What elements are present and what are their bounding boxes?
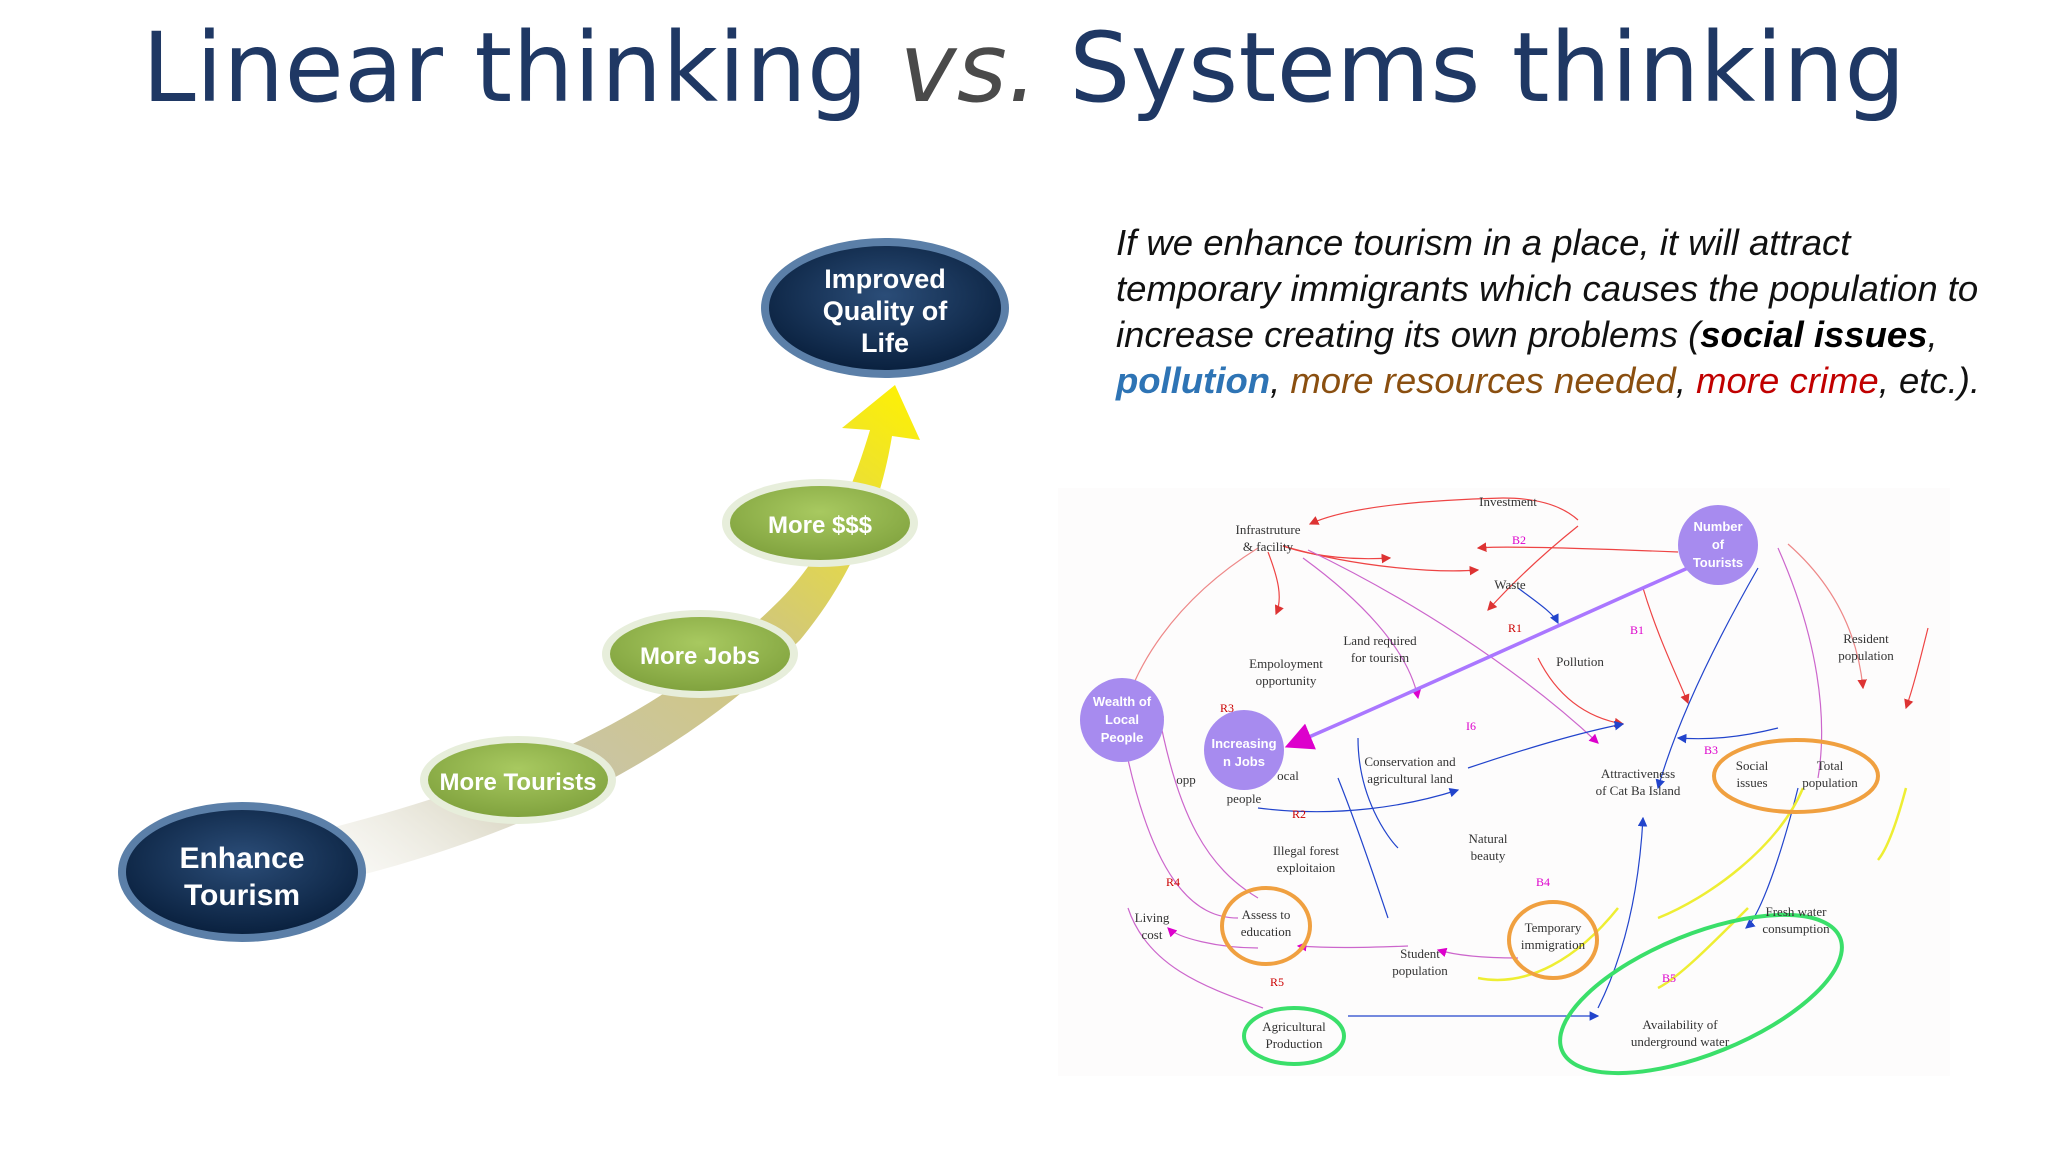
keyword-pollution: pollution [1116, 360, 1271, 401]
node-illegal-forest-2: exploitaion [1277, 860, 1336, 875]
node-employment-2: opportunity [1256, 673, 1317, 688]
node-resident: Resident [1843, 631, 1889, 646]
goal-line-3: Life [861, 328, 909, 358]
node-infrastructure-2: & facility [1243, 539, 1294, 554]
node-conservation: Conservation and [1364, 754, 1456, 769]
node-assess-education: Assess to [1242, 907, 1291, 922]
node-resident-2: population [1838, 648, 1894, 663]
loop-markers: B2 R1 B1 R3 I6 B3 R2 R4 B4 B5 R5 [1166, 533, 1718, 989]
loop-r2: R2 [1292, 807, 1306, 821]
node-temporary-immigration-2: immigration [1521, 937, 1586, 952]
loop-r3: R3 [1220, 701, 1234, 715]
node-improved-quality: Improved Quality of Life [761, 238, 1009, 378]
node-pollution: Pollution [1556, 654, 1604, 669]
tourists-bubble-line-1: Number [1693, 519, 1742, 534]
node-waste: Waste [1494, 577, 1526, 592]
loop-r5: R5 [1270, 975, 1284, 989]
systems-thinking-diagram: Number of Tourists Wealth of Local Peopl… [1058, 488, 1950, 1076]
enhance-line-2: Tourism [184, 879, 300, 912]
more-money-label: More $$$ [768, 512, 873, 539]
keyword-social-issues: social issues [1700, 314, 1928, 355]
node-infrastructure: Infrastruture [1236, 522, 1301, 537]
node-living-cost-2: cost [1142, 927, 1163, 942]
node-total-population: Total [1817, 758, 1844, 773]
keyword-resources: more resources needed [1290, 360, 1676, 401]
tourists-bubble-line-3: Tourists [1693, 555, 1743, 570]
loop-r4: R4 [1166, 875, 1180, 889]
node-assess-education-2: education [1241, 924, 1292, 939]
linear-thinking-diagram: Enhance Tourism More Tourists More Jobs … [118, 238, 1009, 942]
diagram-nodes: Investment Infrastruture & facility Wast… [1135, 494, 1895, 1051]
node-student-population-2: population [1392, 963, 1448, 978]
title-vs: vs. [899, 12, 1039, 124]
node-more-jobs: More Jobs [602, 610, 798, 698]
jobs-bubble-line-1: Increasing [1211, 736, 1276, 751]
enhance-line-1: Enhance [179, 842, 304, 875]
node-living-cost: Living [1135, 910, 1170, 925]
node-natural-beauty: Natural [1469, 831, 1508, 846]
bubble-wealth-local-people: Wealth of Local People [1080, 678, 1164, 762]
separator: , [1270, 360, 1291, 401]
slide-title: Linear thinking vs. Systems thinking [0, 12, 2048, 124]
loop-b5: B5 [1662, 971, 1676, 985]
loop-i6: I6 [1466, 719, 1476, 733]
keyword-crime: more crime [1696, 360, 1879, 401]
loop-r1: R1 [1508, 621, 1522, 635]
node-more-tourists: More Tourists [420, 736, 616, 824]
node-total-population-2: population [1802, 775, 1858, 790]
node-underground-water: Availability of [1642, 1017, 1718, 1032]
node-opportunity-fragment: opp [1176, 772, 1196, 787]
systems-description: If we enhance tourism in a place, it wil… [1116, 220, 1996, 404]
jobs-bubble-line-2: n Jobs [1223, 754, 1265, 769]
separator: , [1675, 360, 1697, 401]
node-land-required: Land required [1343, 633, 1417, 648]
node-illegal-forest: Illegal forest [1273, 843, 1339, 858]
node-agricultural-production-2: Production [1265, 1036, 1323, 1051]
more-tourists-label: More Tourists [440, 769, 597, 796]
description-intro: If we enhance tourism in a place, it wil… [1116, 222, 1979, 355]
node-attractiveness: Attractiveness [1601, 766, 1675, 781]
node-local-fragment: ocal [1277, 768, 1299, 783]
node-social-issues-2: issues [1736, 775, 1767, 790]
orange-rings [1220, 738, 1880, 980]
tourists-bubble-line-2: of [1712, 537, 1725, 552]
node-conservation-2: agricultural land [1367, 771, 1453, 786]
node-employment: Empoloyment [1249, 656, 1323, 671]
loop-b2: B2 [1512, 533, 1526, 547]
node-social-issues: Social [1736, 758, 1769, 773]
loop-b4: B4 [1536, 875, 1550, 889]
description-outro: , etc.). [1878, 360, 1981, 401]
separator: , [1927, 314, 1938, 355]
goal-line-2: Quality of [823, 296, 949, 326]
loop-b3: B3 [1704, 743, 1718, 757]
loop-b1: B1 [1630, 623, 1644, 637]
node-land-required-2: for tourism [1351, 650, 1409, 665]
title-linear: Linear thinking [142, 12, 869, 124]
goal-line-1: Improved [824, 264, 946, 294]
more-jobs-label: More Jobs [640, 643, 760, 670]
node-investment: Investment [1479, 494, 1537, 509]
node-agricultural-production: Agricultural [1262, 1019, 1326, 1034]
node-fresh-water: Fresh water [1765, 904, 1827, 919]
node-attractiveness-2: of Cat Ba Island [1596, 783, 1681, 798]
node-temporary-immigration: Temporary [1525, 920, 1582, 935]
node-fresh-water-2: consumption [1762, 921, 1830, 936]
causal-links [1114, 497, 1929, 1021]
node-underground-water-2: underground water [1631, 1034, 1730, 1049]
title-systems: Systems thinking [1069, 12, 1906, 124]
green-rings [1242, 912, 1844, 1076]
bubble-increasing-jobs: Increasing n Jobs [1204, 710, 1284, 790]
node-natural-beauty-2: beauty [1471, 848, 1506, 863]
wealth-bubble-line-3: People [1101, 730, 1144, 745]
node-more-money: More $$$ [722, 479, 918, 567]
node-people-fragment: people [1227, 791, 1262, 806]
growth-path [240, 385, 920, 890]
wealth-bubble-line-1: Wealth of [1093, 694, 1152, 709]
wealth-bubble-line-2: Local [1105, 712, 1139, 727]
bubble-number-of-tourists: Number of Tourists [1678, 505, 1758, 585]
node-enhance-tourism: Enhance Tourism [118, 802, 366, 942]
node-student-population: Student [1400, 946, 1440, 961]
